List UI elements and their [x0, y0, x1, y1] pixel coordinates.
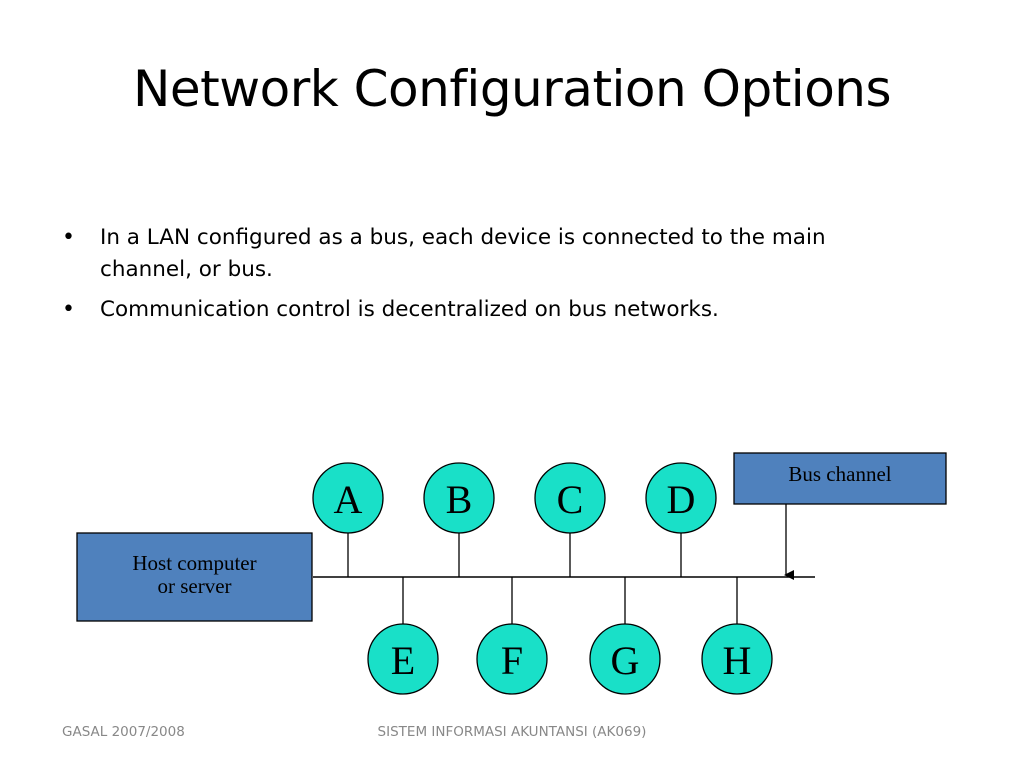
bullet-text: In a LAN configured as a bus, each devic…: [100, 225, 826, 282]
node-g: G: [589, 623, 661, 695]
bullet-item: • Communication control is decentralized…: [62, 294, 922, 326]
node-label: B: [446, 477, 473, 522]
node-d: D: [645, 462, 717, 534]
footer-center: SISTEM INFORMASI AKUNTANSI (AK069): [377, 724, 647, 740]
node-c: C: [534, 462, 606, 534]
node-label: E: [391, 638, 415, 683]
footer-left: GASAL 2007/2008: [62, 724, 185, 740]
node-label: D: [667, 477, 696, 522]
bullet-item: • In a LAN configured as a bus, each dev…: [62, 222, 922, 286]
bus-channel-box: [733, 452, 947, 505]
host-label-line2: or server: [157, 574, 231, 598]
node-label: G: [611, 638, 640, 683]
node-label: C: [557, 477, 584, 522]
node-a: A: [312, 462, 384, 534]
host-computer-box: [76, 532, 313, 622]
node-f: F: [476, 623, 548, 695]
bullet-icon: •: [62, 225, 75, 250]
node-e: E: [367, 623, 439, 695]
node-h: H: [701, 623, 773, 695]
slide-title: Network Configuration Options: [132, 60, 892, 118]
node-b: B: [423, 462, 495, 534]
bullet-list: • In a LAN configured as a bus, each dev…: [62, 222, 922, 334]
bus-channel-label: Bus channel: [788, 462, 891, 486]
node-label: F: [501, 638, 523, 683]
node-label: A: [334, 477, 363, 522]
node-label: H: [723, 638, 752, 683]
bullet-text: Communication control is decentralized o…: [100, 297, 719, 322]
bullet-icon: •: [62, 297, 75, 322]
host-label-line1: Host computer: [132, 551, 256, 575]
